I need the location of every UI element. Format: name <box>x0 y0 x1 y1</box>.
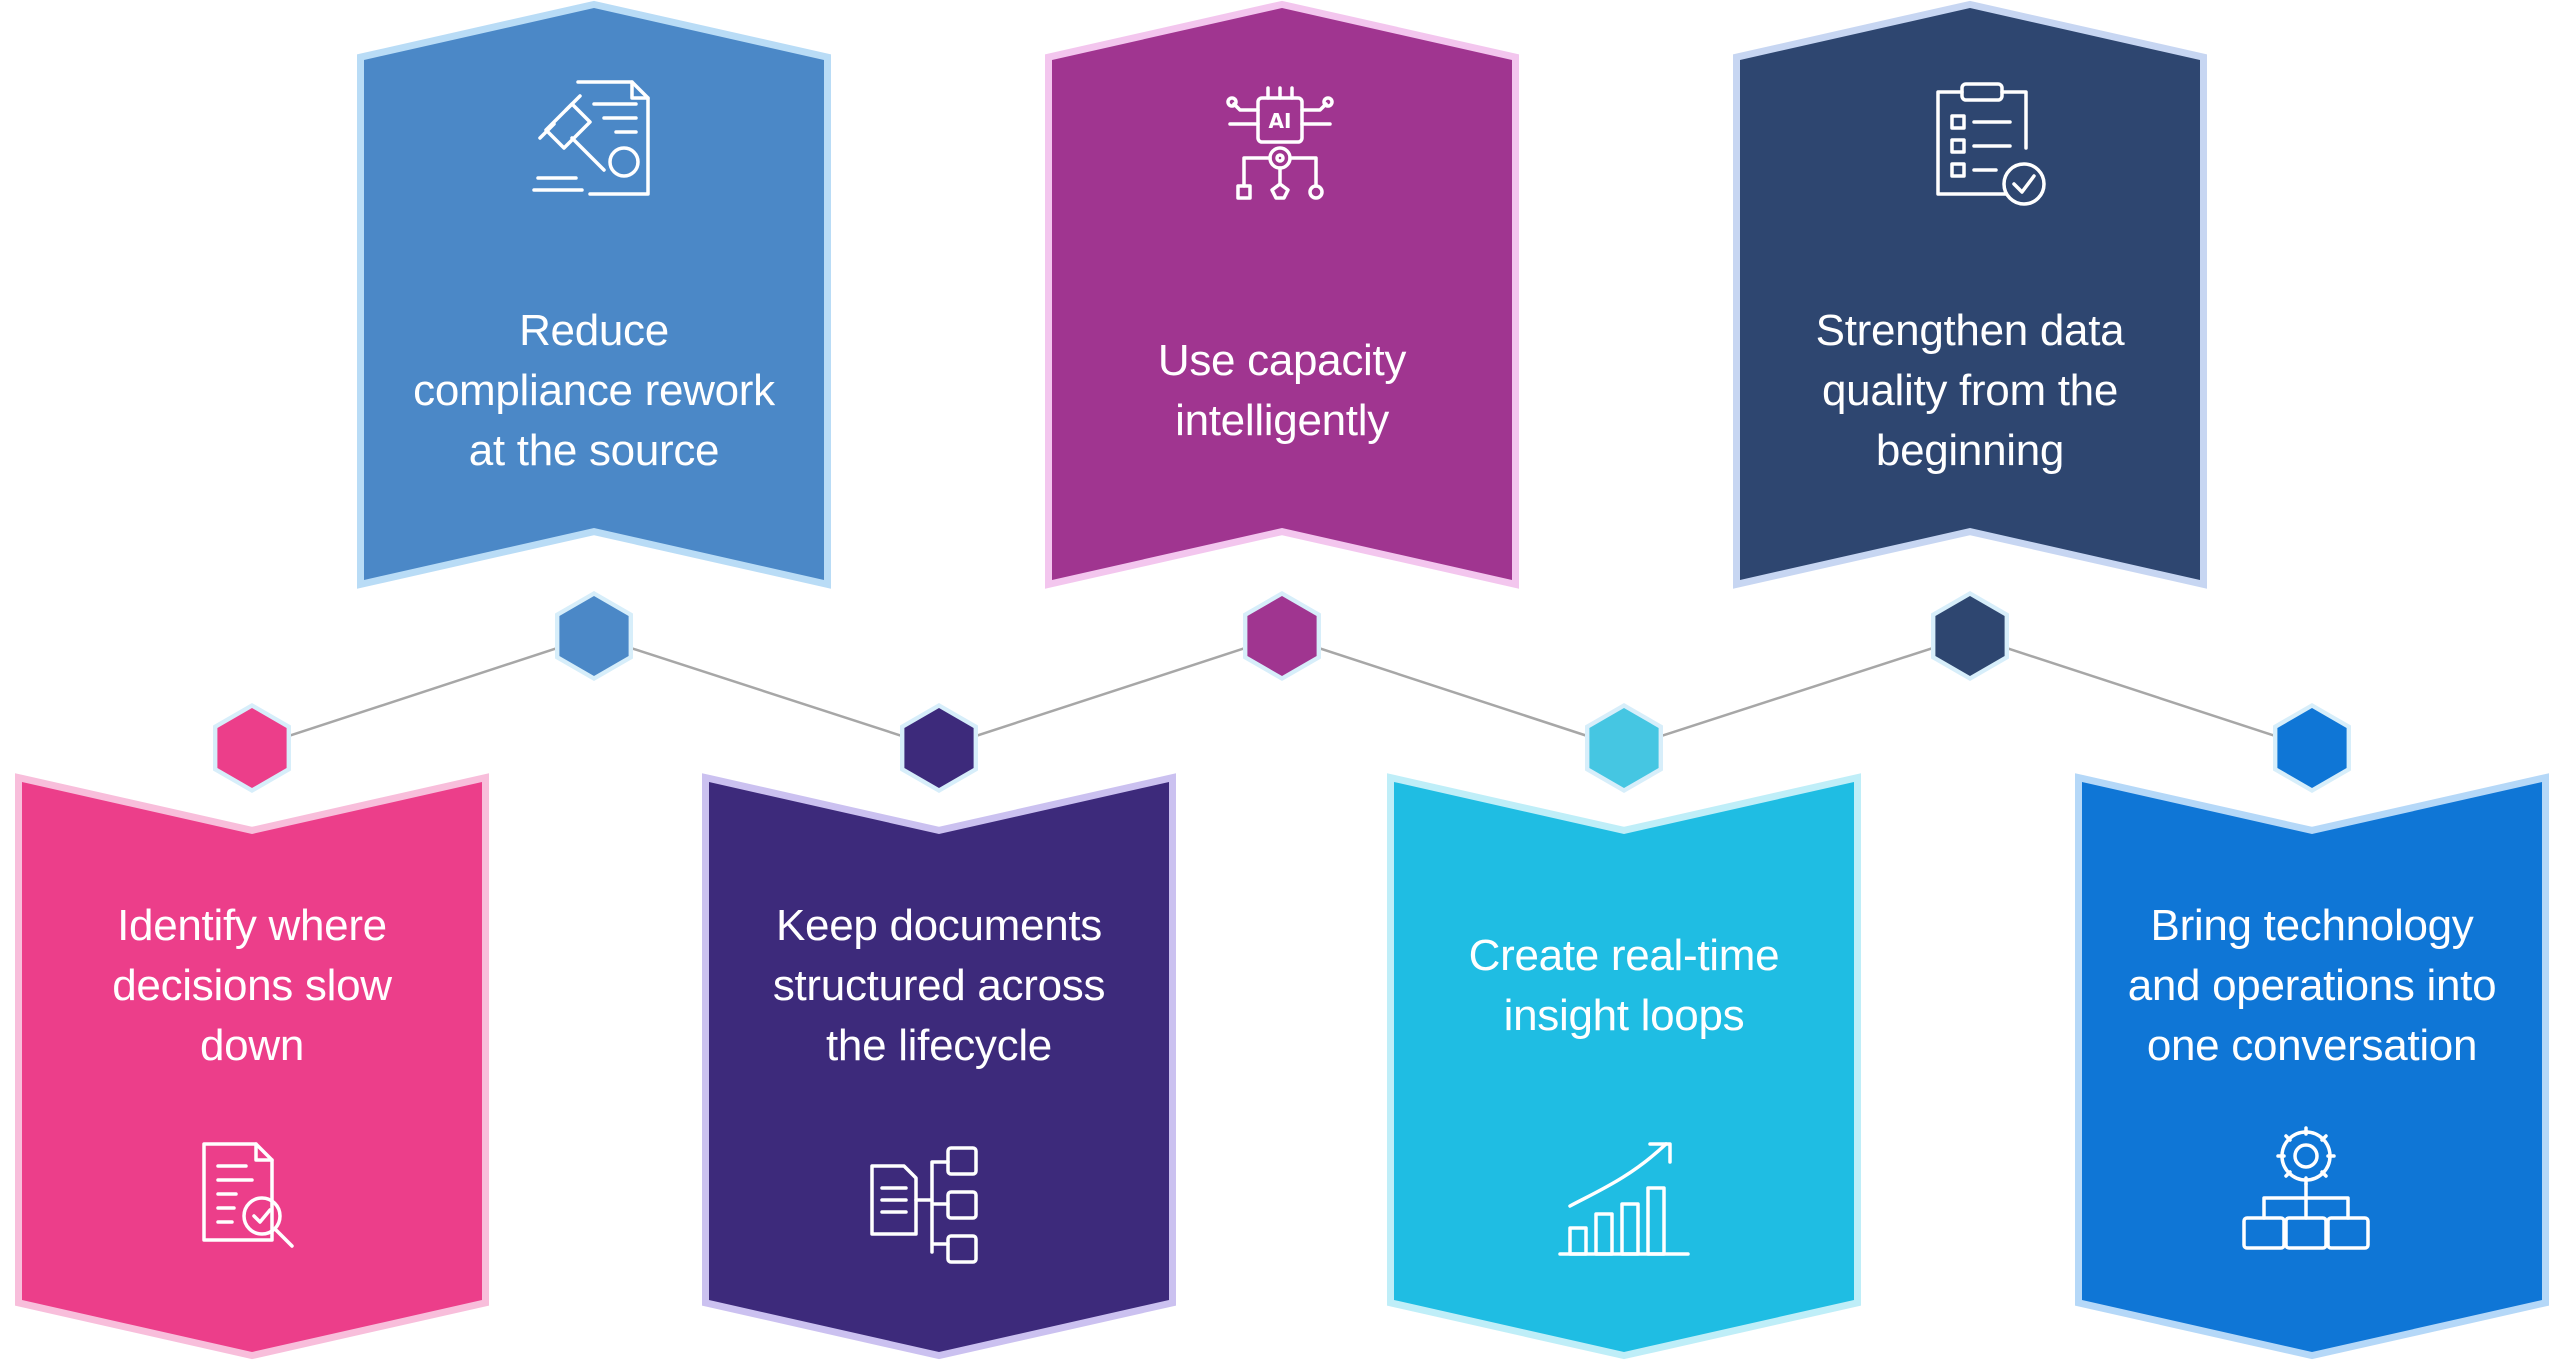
checklist-icon <box>1936 82 2046 206</box>
connector-line <box>251 634 595 750</box>
connector-line <box>593 634 940 750</box>
card-bottom <box>15 773 489 1360</box>
hex-node <box>2273 703 2351 793</box>
card-bottom <box>2075 773 2549 1360</box>
hex-nodes <box>213 591 2351 793</box>
document-search-icon <box>202 1142 294 1248</box>
card-label: Create real-time insight loops <box>1468 931 1780 1040</box>
cards <box>15 0 2549 1360</box>
card-top <box>1045 0 1519 589</box>
card-label: Identify where decisions slow down <box>112 901 392 1070</box>
connector-line <box>1969 634 2313 750</box>
gear-network-icon <box>2242 1126 2370 1250</box>
connector-line <box>1281 634 1625 750</box>
hex-node <box>555 591 633 681</box>
connector-lines <box>251 634 2313 750</box>
card-top <box>357 0 831 589</box>
card-top <box>1733 0 2207 589</box>
hex-node <box>213 703 291 793</box>
svg-text:AI: AI <box>1269 109 1292 133</box>
connector-line <box>1623 634 1971 750</box>
card-bottom <box>702 773 1176 1360</box>
card-bottom <box>1387 773 1861 1360</box>
card-label: Reduce compliance rework at the source <box>413 306 775 475</box>
card-label: Use capacity intelligently <box>1157 336 1407 445</box>
hex-node <box>1931 591 2009 681</box>
document-hierarchy-icon <box>870 1146 978 1264</box>
gavel-document-icon <box>532 80 650 196</box>
hex-node <box>900 703 978 793</box>
card-label: Keep documents structured across the lif… <box>772 901 1106 1070</box>
connector-line <box>938 634 1283 750</box>
growth-chart-icon <box>1558 1142 1690 1256</box>
ai-chip-icon: AI <box>1226 86 1334 200</box>
card-icons: AI <box>202 80 2370 1264</box>
card-label: Strengthen data quality from the beginni… <box>1815 306 2125 475</box>
hex-node <box>1243 591 1321 681</box>
hex-node <box>1585 703 1663 793</box>
card-label: Bring technology and operations into one… <box>2127 901 2497 1070</box>
